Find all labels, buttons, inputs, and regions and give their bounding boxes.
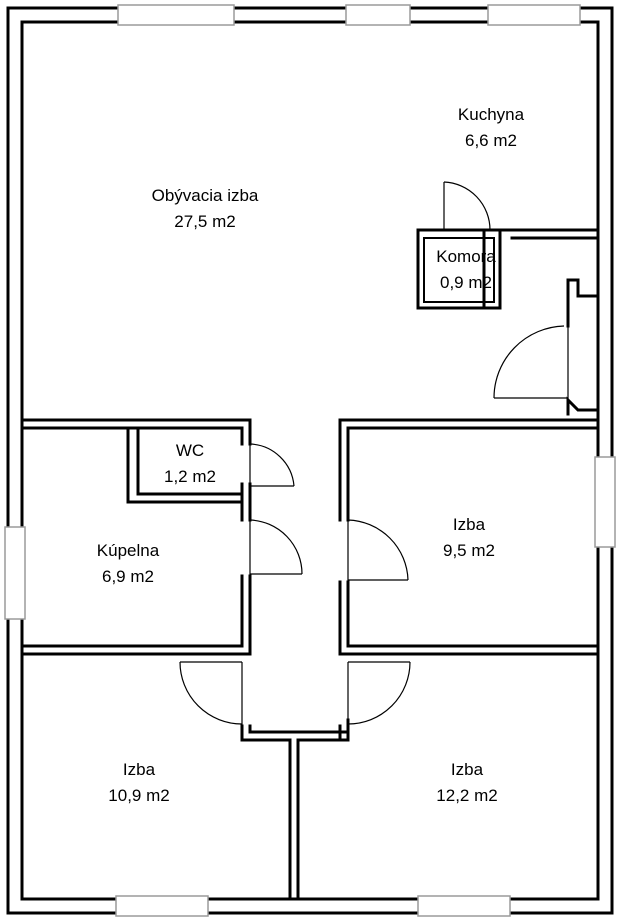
izba-right-bottom-wall [338, 580, 600, 656]
room-name-obyvacia: Obývacia izba [152, 186, 259, 205]
door-izba-right-swing [347, 519, 409, 581]
door-izba-bottom-left-swing [179, 661, 243, 725]
room-name-izba-1: Izba [453, 515, 486, 534]
room-name-wc: WC [176, 441, 204, 460]
izba-right-top-wall-2 [346, 426, 600, 522]
exterior-wall-inner [20, 20, 600, 901]
window-bottom-right [417, 895, 511, 917]
door-wc-swing [249, 443, 295, 487]
room-area-kupelna: 6,9 m2 [102, 567, 154, 586]
komora-wall [416, 228, 502, 310]
window-top-right [487, 4, 581, 26]
window-top-middle [345, 4, 411, 26]
hall-wall-lower [566, 396, 600, 416]
room-name-kupelna: Kúpelna [97, 541, 160, 560]
room-area-kuchyna: 6,6 m2 [465, 131, 517, 150]
window-bottom-left [115, 895, 209, 917]
room-area-izba-1: 9,5 m2 [443, 541, 495, 560]
window-right [594, 456, 616, 548]
bath-bottom-wall-2 [20, 574, 252, 656]
doors [179, 181, 569, 726]
wc-wall [126, 426, 244, 504]
door-izba-bottom-right-swing [347, 661, 411, 725]
room-area-izba-3: 12,2 m2 [436, 786, 497, 805]
room-area-wc: 1,2 m2 [164, 467, 216, 486]
izba-right-bottom-wall-2 [346, 580, 600, 648]
exterior-walls [6, 6, 614, 915]
left-block-top-wall-inner [20, 426, 244, 446]
izba-right-top-wall [338, 418, 600, 522]
interior-walls [20, 228, 600, 901]
hall-wall-upper [566, 278, 600, 328]
komora-wall-inner [423, 237, 495, 303]
door-bath-swing [249, 519, 303, 575]
bottom-divider-left [240, 724, 292, 901]
left-block-top-wall [20, 418, 252, 446]
room-name-kuchyna: Kuchyna [458, 105, 525, 124]
exterior-wall-outer [6, 6, 614, 915]
room-area-komora: 0,9 m2 [440, 273, 492, 292]
windows [4, 4, 616, 917]
window-left [4, 526, 26, 620]
door-kitchen-swing [493, 325, 565, 399]
room-name-izba-2: Izba [123, 760, 156, 779]
room-area-izba-2: 10,9 m2 [108, 786, 169, 805]
window-top-left [117, 4, 235, 26]
bath-bottom-wall [20, 574, 244, 648]
door-komora-swing [443, 181, 491, 231]
room-name-izba-3: Izba [451, 760, 484, 779]
room-name-komora: Komora [436, 247, 496, 266]
bottom-divider-right [296, 724, 350, 901]
room-area-obyvacia: 27,5 m2 [174, 212, 235, 231]
bottom-divider-top [248, 718, 350, 734]
room-labels: Obývacia izba 27,5 m2 Kuchyna 6,6 m2 Kom… [97, 105, 525, 805]
wc-wall-inner [136, 426, 244, 496]
